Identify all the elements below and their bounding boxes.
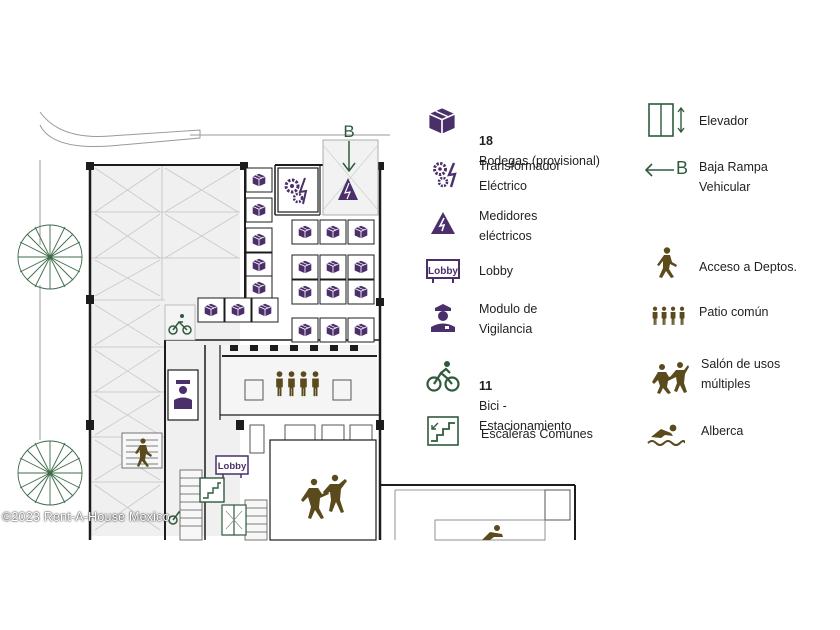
lobby-core: [220, 345, 380, 454]
legend-elevador: Elevador: [699, 114, 749, 128]
svg-text:Lobby: Lobby: [218, 461, 247, 472]
legend-bici: 11 Bici - Estacionamiento: [479, 356, 571, 436]
gears-bolt-icon: [433, 162, 457, 188]
elevator-plan-icon: [221, 504, 247, 536]
legend-vigilancia: Modulo de Vigilancia: [479, 302, 538, 336]
dancing-people-icon: [652, 362, 689, 394]
security-guard-icon: [431, 304, 455, 332]
columns: [86, 162, 384, 430]
legend-transformador: Transformador Eléctrico: [479, 159, 561, 193]
legend-salon: Salón de usos múltiples: [701, 357, 781, 391]
box-icon: [428, 106, 456, 136]
storage-unit: [245, 227, 273, 253]
multipurpose-room: [269, 439, 377, 541]
bicycle-icon: [426, 361, 460, 392]
meter-warning-icon: [338, 178, 358, 200]
stairs-icon: [427, 416, 459, 446]
legend-alberca: Alberca: [701, 424, 744, 438]
legend-bici-text: Bici - Estacionamiento: [479, 399, 572, 433]
legend-medidores: Medidores eléctricos: [479, 209, 538, 243]
ramp-down-arrow: [342, 141, 356, 173]
security-module: [167, 369, 199, 421]
watermark: ©2023 Rent-A-House Mexico: [2, 510, 170, 524]
tree-bottom: [17, 440, 83, 506]
legend-bodegas-text: Bodegas (provisional): [479, 154, 600, 168]
pool-swimmer-icon: [482, 525, 503, 540]
legend-patio: Patio común: [699, 305, 769, 319]
legend-rampa: Baja Rampa Vehicular: [699, 160, 768, 194]
bike-parking-top: [164, 304, 196, 341]
transformer-room: [277, 167, 319, 213]
ramp-legend-letter: B: [676, 158, 689, 178]
ramp-arrow-icon: B: [644, 158, 690, 182]
legend-escaleras: Escaleras Comunes: [481, 427, 593, 441]
tree-top: [17, 224, 83, 290]
legend-bici-count: 11: [479, 379, 493, 393]
ramp-letter: B: [343, 122, 354, 141]
lobby-badge-text: Lobby: [428, 266, 458, 277]
group-people-icon: [652, 306, 685, 325]
warning-bolt-icon: [431, 212, 455, 234]
storage-units: [197, 167, 375, 343]
lobby-sign-plan: Lobby: [215, 455, 249, 478]
elevator-icon: [648, 103, 685, 137]
storage-unit: [245, 275, 273, 301]
site-boundary: [39, 111, 390, 440]
ramp-area: B: [322, 122, 379, 216]
legend-bodegas: 18 Bodegas (provisional): [479, 111, 600, 171]
legend-acceso: Acceso a Deptos.: [699, 260, 797, 274]
legend-lobby: Lobby: [479, 264, 514, 278]
access-person-icon: [135, 438, 152, 467]
stair-sign-icon: [199, 477, 225, 503]
walking-person-icon: [657, 247, 677, 278]
lobby-sign-icon: Lobby: [426, 259, 460, 283]
legend-bodegas-count: 18: [479, 134, 493, 148]
swimmer-icon: [647, 424, 685, 446]
